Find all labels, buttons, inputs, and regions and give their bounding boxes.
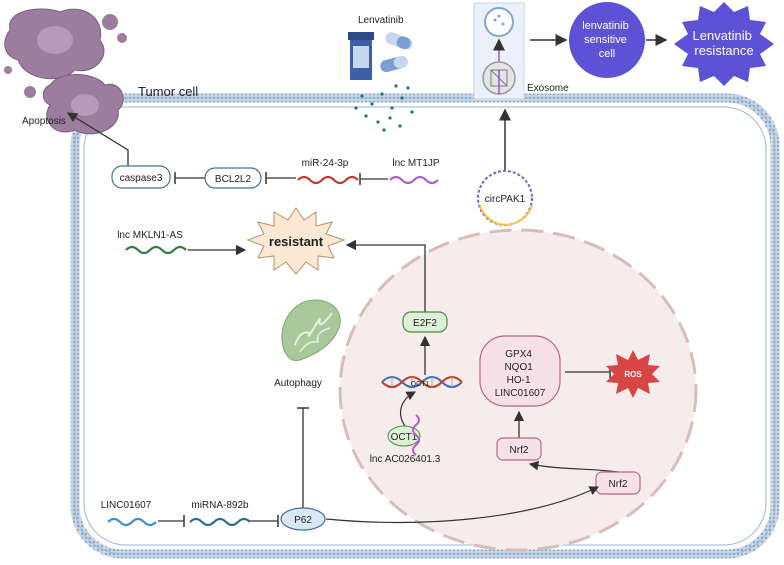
nrf2-cytoplasm-box bbox=[595, 471, 641, 495]
mirna-892b-label: miRNA-892b bbox=[191, 500, 249, 511]
mirna-892b-strand bbox=[189, 517, 251, 527]
nrf2-nucleus-box bbox=[496, 437, 542, 461]
resistant-label: resistant bbox=[269, 234, 324, 249]
exosome-vesicle-icon bbox=[484, 7, 514, 37]
bcl2l2-label: BCL2L2 bbox=[215, 174, 252, 185]
caspase3-box bbox=[111, 165, 171, 189]
lenvatinib-resistance-star bbox=[674, 2, 774, 86]
exosome-label: Exosome bbox=[527, 83, 569, 94]
oct1-label: OCT1 bbox=[391, 432, 418, 443]
linc01607-label: LINC01607 bbox=[101, 500, 152, 511]
ros-label: ROS bbox=[624, 370, 642, 379]
lenvatinib-label: Lenvatinib bbox=[358, 15, 404, 26]
linc01607-strand bbox=[107, 517, 157, 527]
gpx4-group-box bbox=[479, 335, 561, 407]
lnc-mkln1-as-strand bbox=[125, 245, 187, 255]
nrf2-cytoplasm-label: Nrf2 bbox=[609, 479, 628, 490]
p62-label: P62 bbox=[294, 515, 312, 526]
gpx4-group-label: GPX4 NQO1 HO-1 LINC01607 bbox=[495, 349, 546, 399]
apoptosis-label: Apoptosis bbox=[22, 116, 66, 127]
ros-star bbox=[606, 350, 660, 398]
sensitive-cell-label: lenvatinib sensitive cell bbox=[582, 20, 632, 60]
mitochondria-icon bbox=[281, 299, 341, 361]
lnc-mkln1-as-label: lnc MKLN1-AS bbox=[117, 230, 183, 241]
lnc-mt1jp-strand bbox=[389, 175, 439, 185]
oct1-binding-label: OCT1 bbox=[411, 381, 430, 388]
dna-helix-icon bbox=[381, 376, 463, 388]
circpak1-label: circPAK1 bbox=[485, 194, 526, 205]
oct1-protein bbox=[387, 425, 421, 447]
autophagy-label: Autophagy bbox=[274, 378, 322, 389]
mir-24-3p-strand bbox=[297, 175, 359, 185]
bcl2l2-box bbox=[204, 167, 262, 189]
lenvatinib-drug-icon bbox=[348, 32, 414, 132]
mir-24-3p-label: miR-24-3p bbox=[302, 158, 349, 169]
e2f2-box bbox=[402, 311, 448, 333]
apoptotic-cell-icon bbox=[4, 8, 127, 135]
nrf2-nucleus-label: Nrf2 bbox=[510, 445, 529, 456]
tumor-cell-label: Tumor cell bbox=[138, 84, 198, 99]
caspase3-label: caspase3 bbox=[120, 173, 163, 184]
lnc-ac026401-strand bbox=[412, 414, 420, 456]
lenvatinib-resistance-label: Lenvatinib resistance bbox=[693, 28, 756, 58]
e2f2-label: E2F2 bbox=[413, 318, 437, 329]
lnc-mt1jp-label: lnc MT1JP bbox=[392, 158, 440, 169]
p62-box bbox=[280, 507, 326, 531]
lnc-ac026401-label: lnc AC026401.3 bbox=[370, 454, 441, 465]
lenvatinib-sensitive-cell bbox=[569, 2, 645, 78]
resistant-star bbox=[246, 207, 346, 275]
